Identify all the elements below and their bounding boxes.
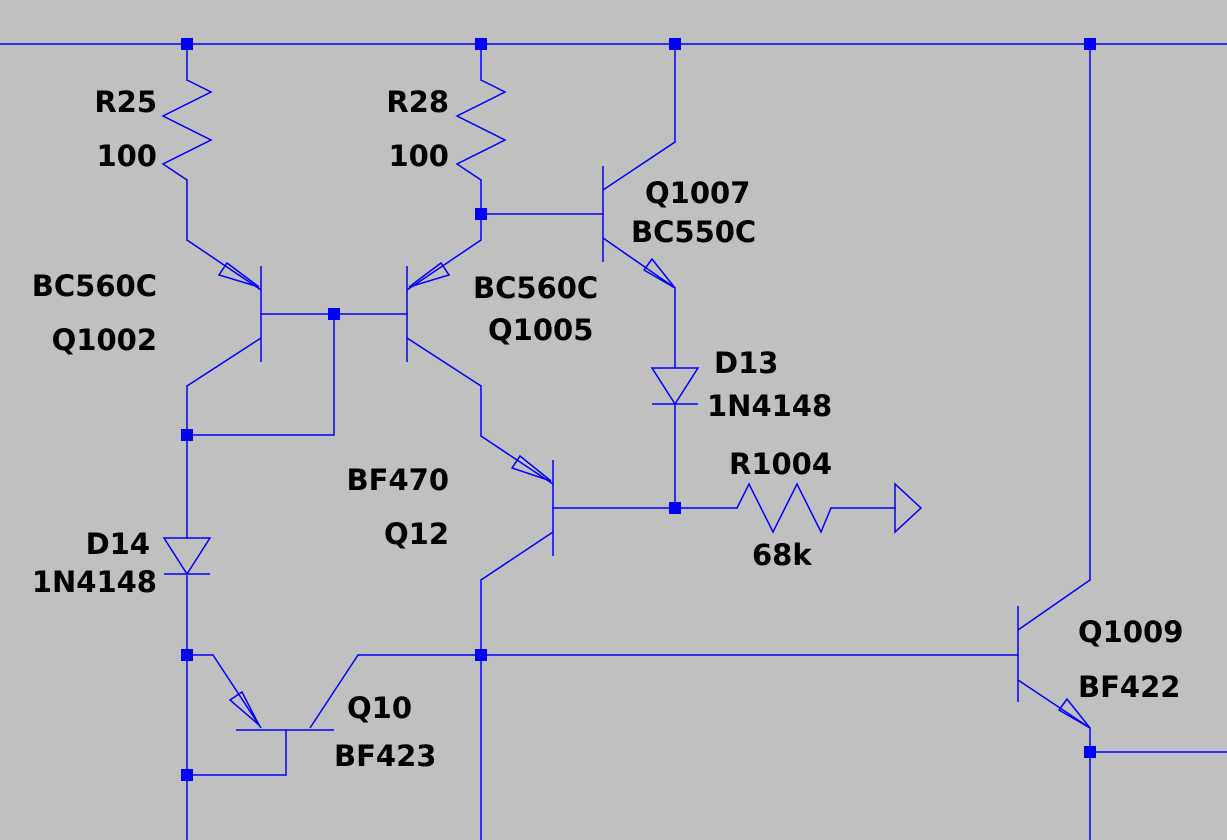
- label-q1007-model: BC550C: [631, 215, 756, 249]
- transistor-q1002: [186, 239, 262, 387]
- resistor-r25: [161, 79, 213, 181]
- output-port: [894, 482, 923, 534]
- junctions: [181, 38, 1096, 781]
- label-q1002-ref: Q1002: [52, 323, 157, 357]
- label-q1007-ref: Q1007: [645, 176, 750, 210]
- transistor-q1009: [1017, 579, 1091, 729]
- resistor-r28: [455, 79, 507, 181]
- label-q12-model: BF470: [347, 463, 449, 497]
- label-d14-model: 1N4148: [32, 565, 157, 599]
- label-d13-model: 1N4148: [707, 389, 832, 423]
- resistor-r1004: [736, 482, 832, 534]
- label-r28-value: 100: [388, 139, 449, 173]
- label-r25-ref: R25: [94, 85, 157, 119]
- label-q12-ref: Q12: [384, 517, 449, 551]
- wire-q10-base-tie: [186, 729, 287, 776]
- label-q1009-model: BF422: [1078, 670, 1180, 704]
- transistor-q1007: [602, 141, 676, 289]
- label-d14-ref: D14: [86, 527, 150, 561]
- label-r28-ref: R28: [386, 85, 449, 119]
- label-r1004-value: 68k: [752, 538, 812, 572]
- label-q1005-model: BC560C: [473, 271, 598, 305]
- label-d13-ref: D13: [714, 346, 778, 380]
- label-q1009-ref: Q1009: [1078, 615, 1183, 649]
- label-q1002-model: BC560C: [32, 269, 157, 303]
- label-q10-model: BF423: [334, 739, 436, 773]
- wires: [0, 43, 1227, 840]
- diode-d13: [650, 367, 700, 406]
- transistor-q10: [212, 654, 359, 731]
- label-q10-ref: Q10: [347, 691, 412, 725]
- wire-q1002-tie: [186, 313, 335, 436]
- label-q1005-ref: Q1005: [488, 313, 593, 347]
- labels: R25 100 R28 100 Q1007 BC550C BC560C Q100…: [32, 85, 1184, 773]
- label-r25-value: 100: [96, 139, 157, 173]
- label-r1004-ref: R1004: [729, 447, 832, 481]
- transistor-q1005: [406, 239, 482, 387]
- transistor-q12: [480, 435, 554, 581]
- diode-d14: [162, 537, 212, 576]
